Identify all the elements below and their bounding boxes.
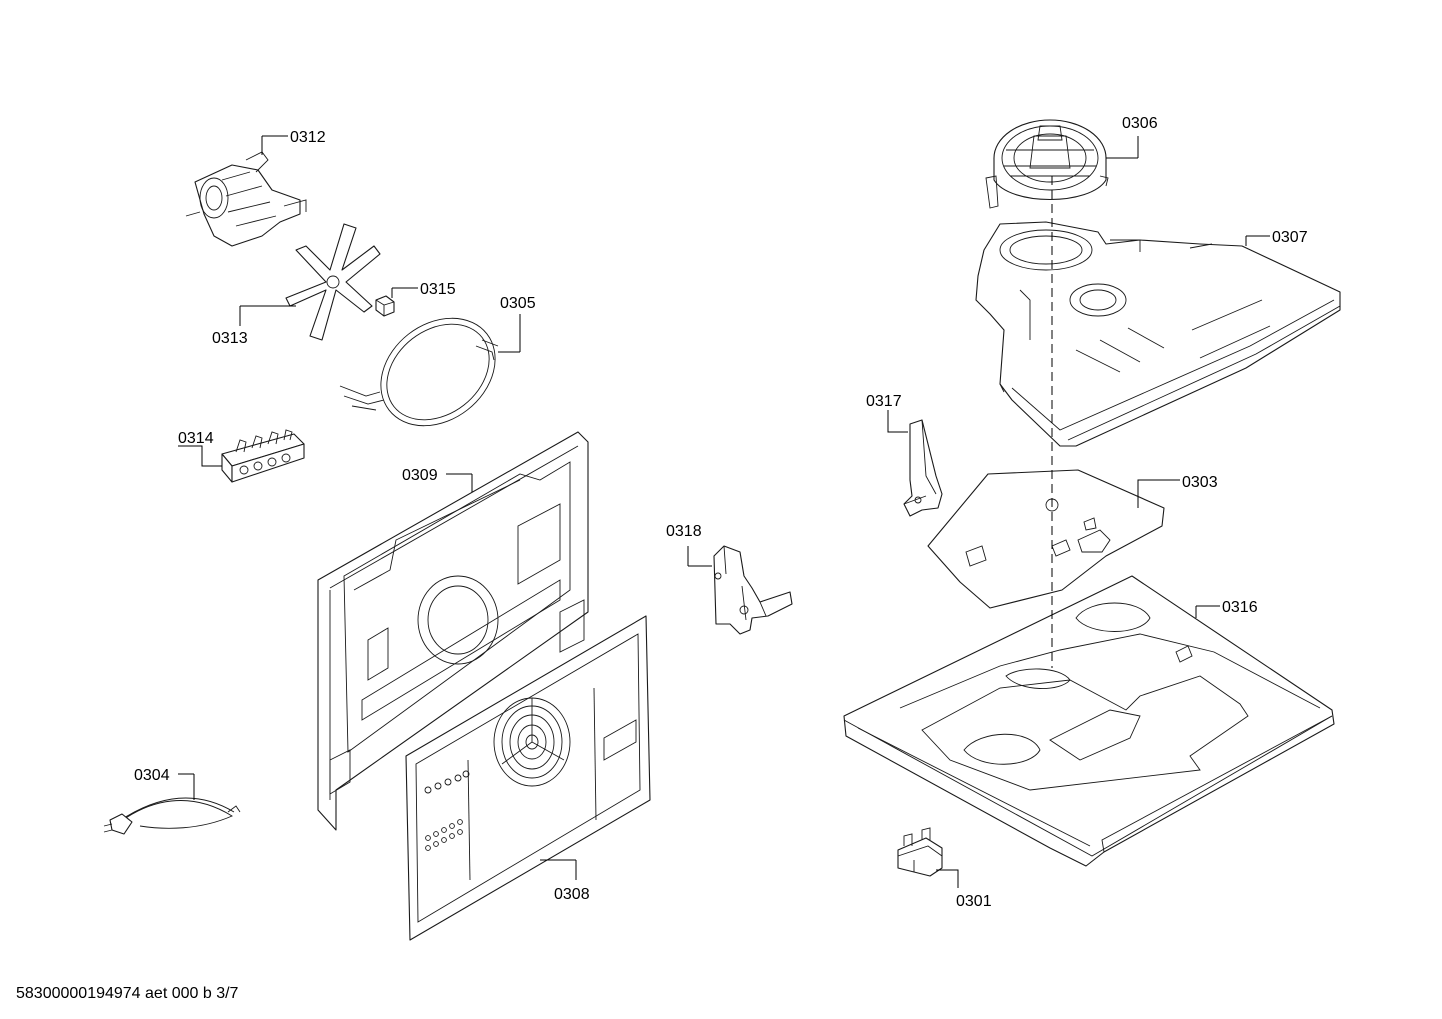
label-0317: 0317	[866, 393, 902, 410]
label-0309: 0309	[402, 467, 438, 484]
part-0308-cover-panel	[405, 615, 651, 941]
document-reference: 58300000194974 aet 000 b 3/7	[16, 985, 239, 1002]
part-0306-radial-fan	[985, 119, 1139, 209]
label-0314: 0314	[178, 430, 214, 447]
label-0306: 0306	[1122, 115, 1158, 132]
part-0303-insulation-plate	[927, 469, 1180, 609]
part-0315-nut	[375, 287, 418, 317]
part-0312-fan-motor	[185, 135, 307, 247]
part-0307-fan-housing	[975, 221, 1341, 447]
label-0313: 0313	[212, 330, 248, 347]
label-0316: 0316	[1222, 599, 1258, 616]
label-0303: 0303	[1182, 474, 1218, 491]
part-0314-terminal-block	[178, 429, 305, 483]
label-0312: 0312	[290, 129, 326, 146]
part-0318-bracket	[687, 545, 793, 635]
label-0318: 0318	[666, 523, 702, 540]
label-0305: 0305	[500, 295, 536, 312]
label-0304: 0304	[134, 767, 170, 784]
part-0309-rear-panel	[317, 431, 589, 831]
part-0301-connector	[897, 827, 959, 888]
part-0317-bracket	[887, 410, 943, 517]
part-0304-power-cord	[103, 773, 241, 835]
part-0313-fan-blade	[239, 223, 381, 341]
part-0305-ring-heater	[339, 314, 521, 427]
label-0315: 0315	[420, 281, 456, 298]
label-0301: 0301	[956, 893, 992, 910]
part-0316-base-tray	[843, 575, 1335, 867]
label-0307: 0307	[1272, 229, 1308, 246]
label-0308: 0308	[554, 886, 590, 903]
